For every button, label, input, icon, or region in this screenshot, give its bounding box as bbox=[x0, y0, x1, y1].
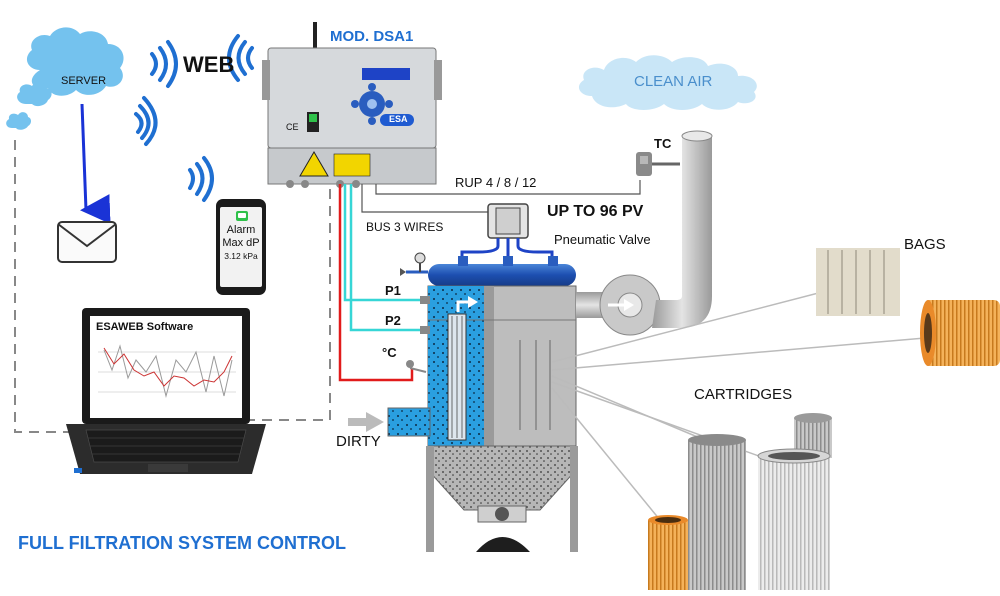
wifi-controller-icon bbox=[227, 34, 254, 82]
server-cloud-icon bbox=[6, 27, 124, 130]
pneumatic-valve-label: Pneumatic Valve bbox=[554, 232, 651, 247]
cartridges-image bbox=[648, 413, 832, 590]
smartphone bbox=[216, 199, 266, 295]
ce-mark: CE bbox=[286, 122, 299, 132]
keypad-icon bbox=[351, 83, 393, 125]
clean-air-label: CLEAN AIR bbox=[634, 73, 713, 90]
network-dashed-line bbox=[14, 140, 331, 433]
dirty-inlet bbox=[348, 407, 431, 437]
wifi-phone-icon bbox=[188, 156, 214, 202]
bus-label: BUS 3 WIRES bbox=[366, 220, 444, 234]
rup-label: RUP 4 / 8 / 12 bbox=[455, 175, 537, 190]
model-label: MOD. DSA1 bbox=[330, 28, 414, 45]
air-tank bbox=[400, 252, 576, 286]
esa-logo: ESA bbox=[389, 114, 408, 124]
wifi-server-icon bbox=[150, 40, 178, 88]
software-chart bbox=[98, 344, 236, 398]
web-label: WEB bbox=[183, 52, 235, 77]
wifi-cloud-icon bbox=[134, 96, 158, 146]
controller-box bbox=[262, 22, 442, 188]
bags-image bbox=[816, 248, 900, 316]
p1-label: P1 bbox=[385, 283, 401, 298]
p2-label: P2 bbox=[385, 313, 401, 328]
bags-label: BAGS bbox=[904, 236, 946, 253]
filter-housing bbox=[406, 285, 578, 552]
phone-alarm-text: Alarm bbox=[226, 224, 256, 236]
email-envelope-icon bbox=[57, 221, 117, 263]
tc-sensor-icon bbox=[636, 152, 680, 176]
temperature-label: °C bbox=[382, 345, 397, 360]
exhaust-pipe bbox=[576, 130, 713, 336]
laptop bbox=[66, 308, 266, 474]
tc-label: TC bbox=[654, 136, 672, 151]
email-arrow bbox=[80, 103, 111, 225]
footer-title: FULL FILTRATION SYSTEM CONTROL bbox=[18, 533, 346, 553]
phone-maxdp-text: Max dP bbox=[222, 237, 260, 249]
leader-lines bbox=[551, 289, 926, 521]
dirty-label: DIRTY bbox=[336, 433, 381, 450]
cartridges-label: CARTRIDGES bbox=[694, 386, 793, 403]
clean-air-cloud-icon bbox=[578, 55, 757, 110]
software-label: ESAWEB Software bbox=[96, 321, 194, 333]
phone-screen-text: Alarm Max dP 3.12 kPa bbox=[220, 224, 262, 263]
server-label: SERVER bbox=[61, 75, 107, 87]
up-to-label: UP TO 96 PV bbox=[547, 203, 644, 220]
phone-value-text: 3.12 kPa bbox=[224, 251, 258, 261]
signal-lines bbox=[338, 180, 641, 382]
orange-cartridge-top-image bbox=[920, 300, 1000, 366]
pneumatic-valve-icon bbox=[460, 203, 554, 262]
